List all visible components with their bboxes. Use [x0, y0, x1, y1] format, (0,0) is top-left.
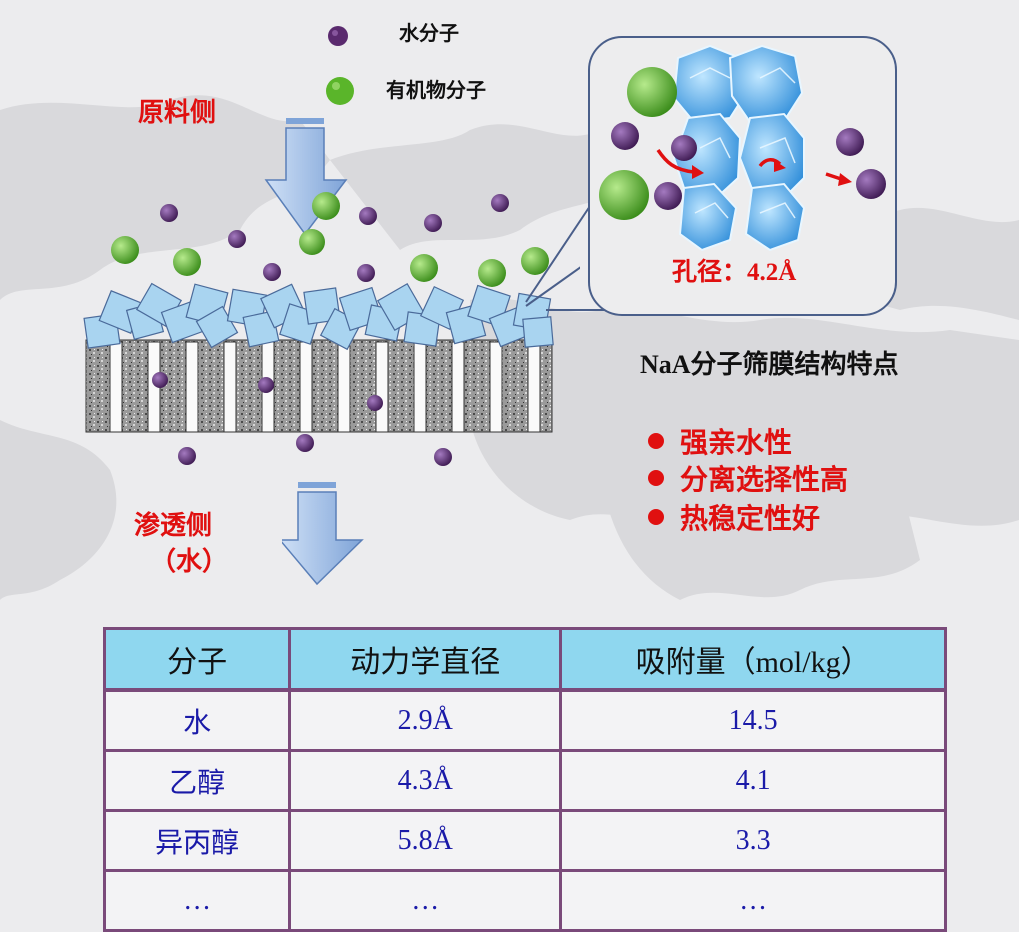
table-cell: 4.1	[560, 750, 946, 812]
permeate-side-sub-label: （水）	[150, 547, 229, 577]
permeate-down-arrow-icon	[282, 482, 364, 586]
pore-size-label: 孔径：4.2Å	[672, 259, 797, 286]
column-header: 动力学直径	[289, 628, 563, 692]
table-row: … … …	[104, 870, 946, 932]
table-cell: 水	[104, 690, 292, 752]
table-row: 异丙醇 5.8Å 3.3	[104, 810, 946, 872]
table-cell: 4.3Å	[289, 750, 563, 812]
table-cell: …	[560, 870, 946, 932]
table-cell: 乙醇	[104, 750, 292, 812]
membrane-diagram	[83, 266, 580, 433]
feature-item: 分离选择性高	[648, 458, 848, 498]
table-cell: 异丙醇	[104, 810, 292, 872]
water-molecule-legend-icon	[328, 26, 348, 46]
bullet-dot-icon	[648, 470, 664, 486]
table-cell: …	[289, 870, 563, 932]
table-cell: …	[104, 870, 292, 932]
molecule-data-table: 分子 动力学直径 吸附量（mol/kg） 水 2.9Å 14.5 乙醇 4.3Å…	[103, 627, 947, 932]
table-row: 乙醇 4.3Å 4.1	[104, 750, 946, 812]
column-header: 分子	[104, 628, 292, 692]
water-legend-label: 水分子	[399, 21, 459, 45]
table-header-row: 分子 动力学直径 吸附量（mol/kg）	[104, 628, 946, 692]
organic-molecule-legend-icon	[326, 77, 354, 105]
features-title: NaA分子筛膜结构特点	[640, 350, 899, 379]
feature-item: 热稳定性好	[648, 497, 820, 537]
table-cell: 14.5	[560, 690, 946, 752]
zoom-inset-panel: 孔径：4.2Å	[588, 36, 897, 316]
bullet-dot-icon	[648, 433, 664, 449]
feature-item: 强亲水性	[648, 421, 792, 461]
column-header: 吸附量（mol/kg）	[560, 628, 946, 692]
feed-side-label: 原料侧	[138, 98, 217, 128]
organic-legend-label: 有机物分子	[386, 78, 486, 102]
table-cell: 2.9Å	[289, 690, 563, 752]
zeolite-pore-structure	[599, 44, 886, 252]
permeate-side-label: 渗透侧	[134, 511, 213, 541]
table-cell: 5.8Å	[289, 810, 563, 872]
bullet-dot-icon	[648, 509, 664, 525]
table-cell: 3.3	[560, 810, 946, 872]
table-row: 水 2.9Å 14.5	[104, 690, 946, 752]
